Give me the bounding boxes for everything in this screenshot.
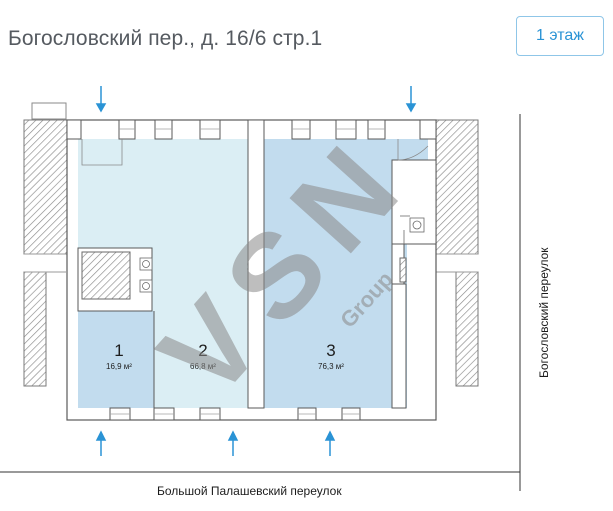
floor-plan: 1 16,9 м² 2 66,8 м² 3 76,3 м² VSN Group … xyxy=(0,86,551,491)
floor-selector-button[interactable]: 1 этаж xyxy=(516,16,604,56)
room-3-fill[interactable] xyxy=(264,139,407,408)
windows-top xyxy=(66,119,437,140)
room-2-number: 2 xyxy=(198,341,207,360)
door-swings xyxy=(81,139,429,166)
room-1-area: 16,9 м² xyxy=(106,362,132,371)
room-2-area: 66,8 м² xyxy=(190,362,216,371)
neighbor-building-left xyxy=(23,102,69,387)
room-3-corridor xyxy=(392,139,428,160)
bathroom-fixtures xyxy=(139,215,425,293)
address-title: Богословский пер., д. 16/6 стр.1 xyxy=(8,27,323,50)
room-labels: 1 16,9 м² 2 66,8 м² 3 76,3 м² xyxy=(106,341,344,371)
neighbor-building-right xyxy=(435,119,479,387)
street-bottom-label: Большой Палашевский переулок xyxy=(157,484,342,498)
room-3-number: 3 xyxy=(326,341,335,360)
street-right-label: Богословский переулок xyxy=(537,247,551,378)
room-3-area: 76,3 м² xyxy=(318,362,344,371)
street-lines xyxy=(0,114,521,491)
stair-block xyxy=(81,251,131,300)
entrance-arrows xyxy=(95,86,417,456)
room-1-number: 1 xyxy=(114,341,123,360)
room-1-fill[interactable] xyxy=(78,311,154,408)
